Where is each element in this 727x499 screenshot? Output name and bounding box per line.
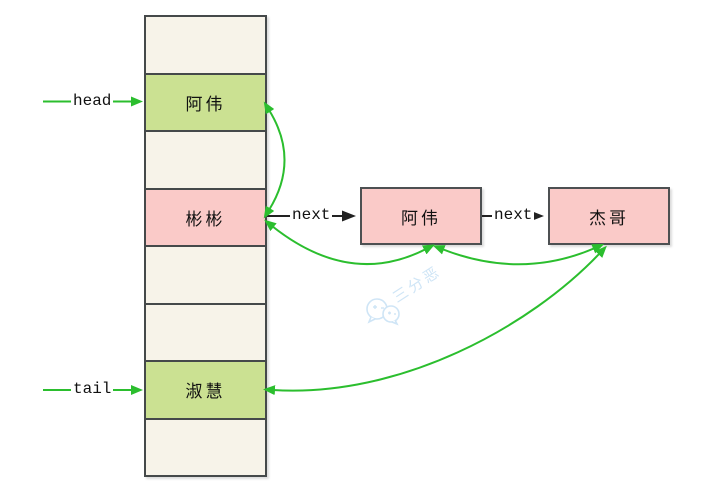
bucket-cell-1-awei: 阿伟 xyxy=(146,74,265,132)
bucket-cell-6-shuhui: 淑慧 xyxy=(146,362,265,420)
bucket-cell-7 xyxy=(146,419,265,475)
watermark: 三分恶 xyxy=(362,263,472,330)
bucket-cell-0 xyxy=(146,17,265,75)
bucket-cell-2 xyxy=(146,132,265,190)
bucket-array: 阿伟 彬彬 淑慧 xyxy=(144,15,267,477)
link-arc-awei-bucket-binbin xyxy=(263,101,286,219)
bucket-cell-5 xyxy=(146,304,265,362)
link-arc-awei-node-jiege-node xyxy=(432,244,605,266)
node-awei: 阿伟 xyxy=(360,187,482,245)
head-label: head xyxy=(71,92,114,110)
tail-label: tail xyxy=(71,380,114,398)
bucket-cell-3-binbin: 彬彬 xyxy=(146,189,265,247)
watermark-text: 三分恶 xyxy=(389,262,445,307)
node-jiege: 杰哥 xyxy=(548,187,670,245)
next-label-2: next xyxy=(492,206,535,224)
next-label-1: next xyxy=(290,206,333,224)
bucket-cell-4 xyxy=(146,247,265,305)
